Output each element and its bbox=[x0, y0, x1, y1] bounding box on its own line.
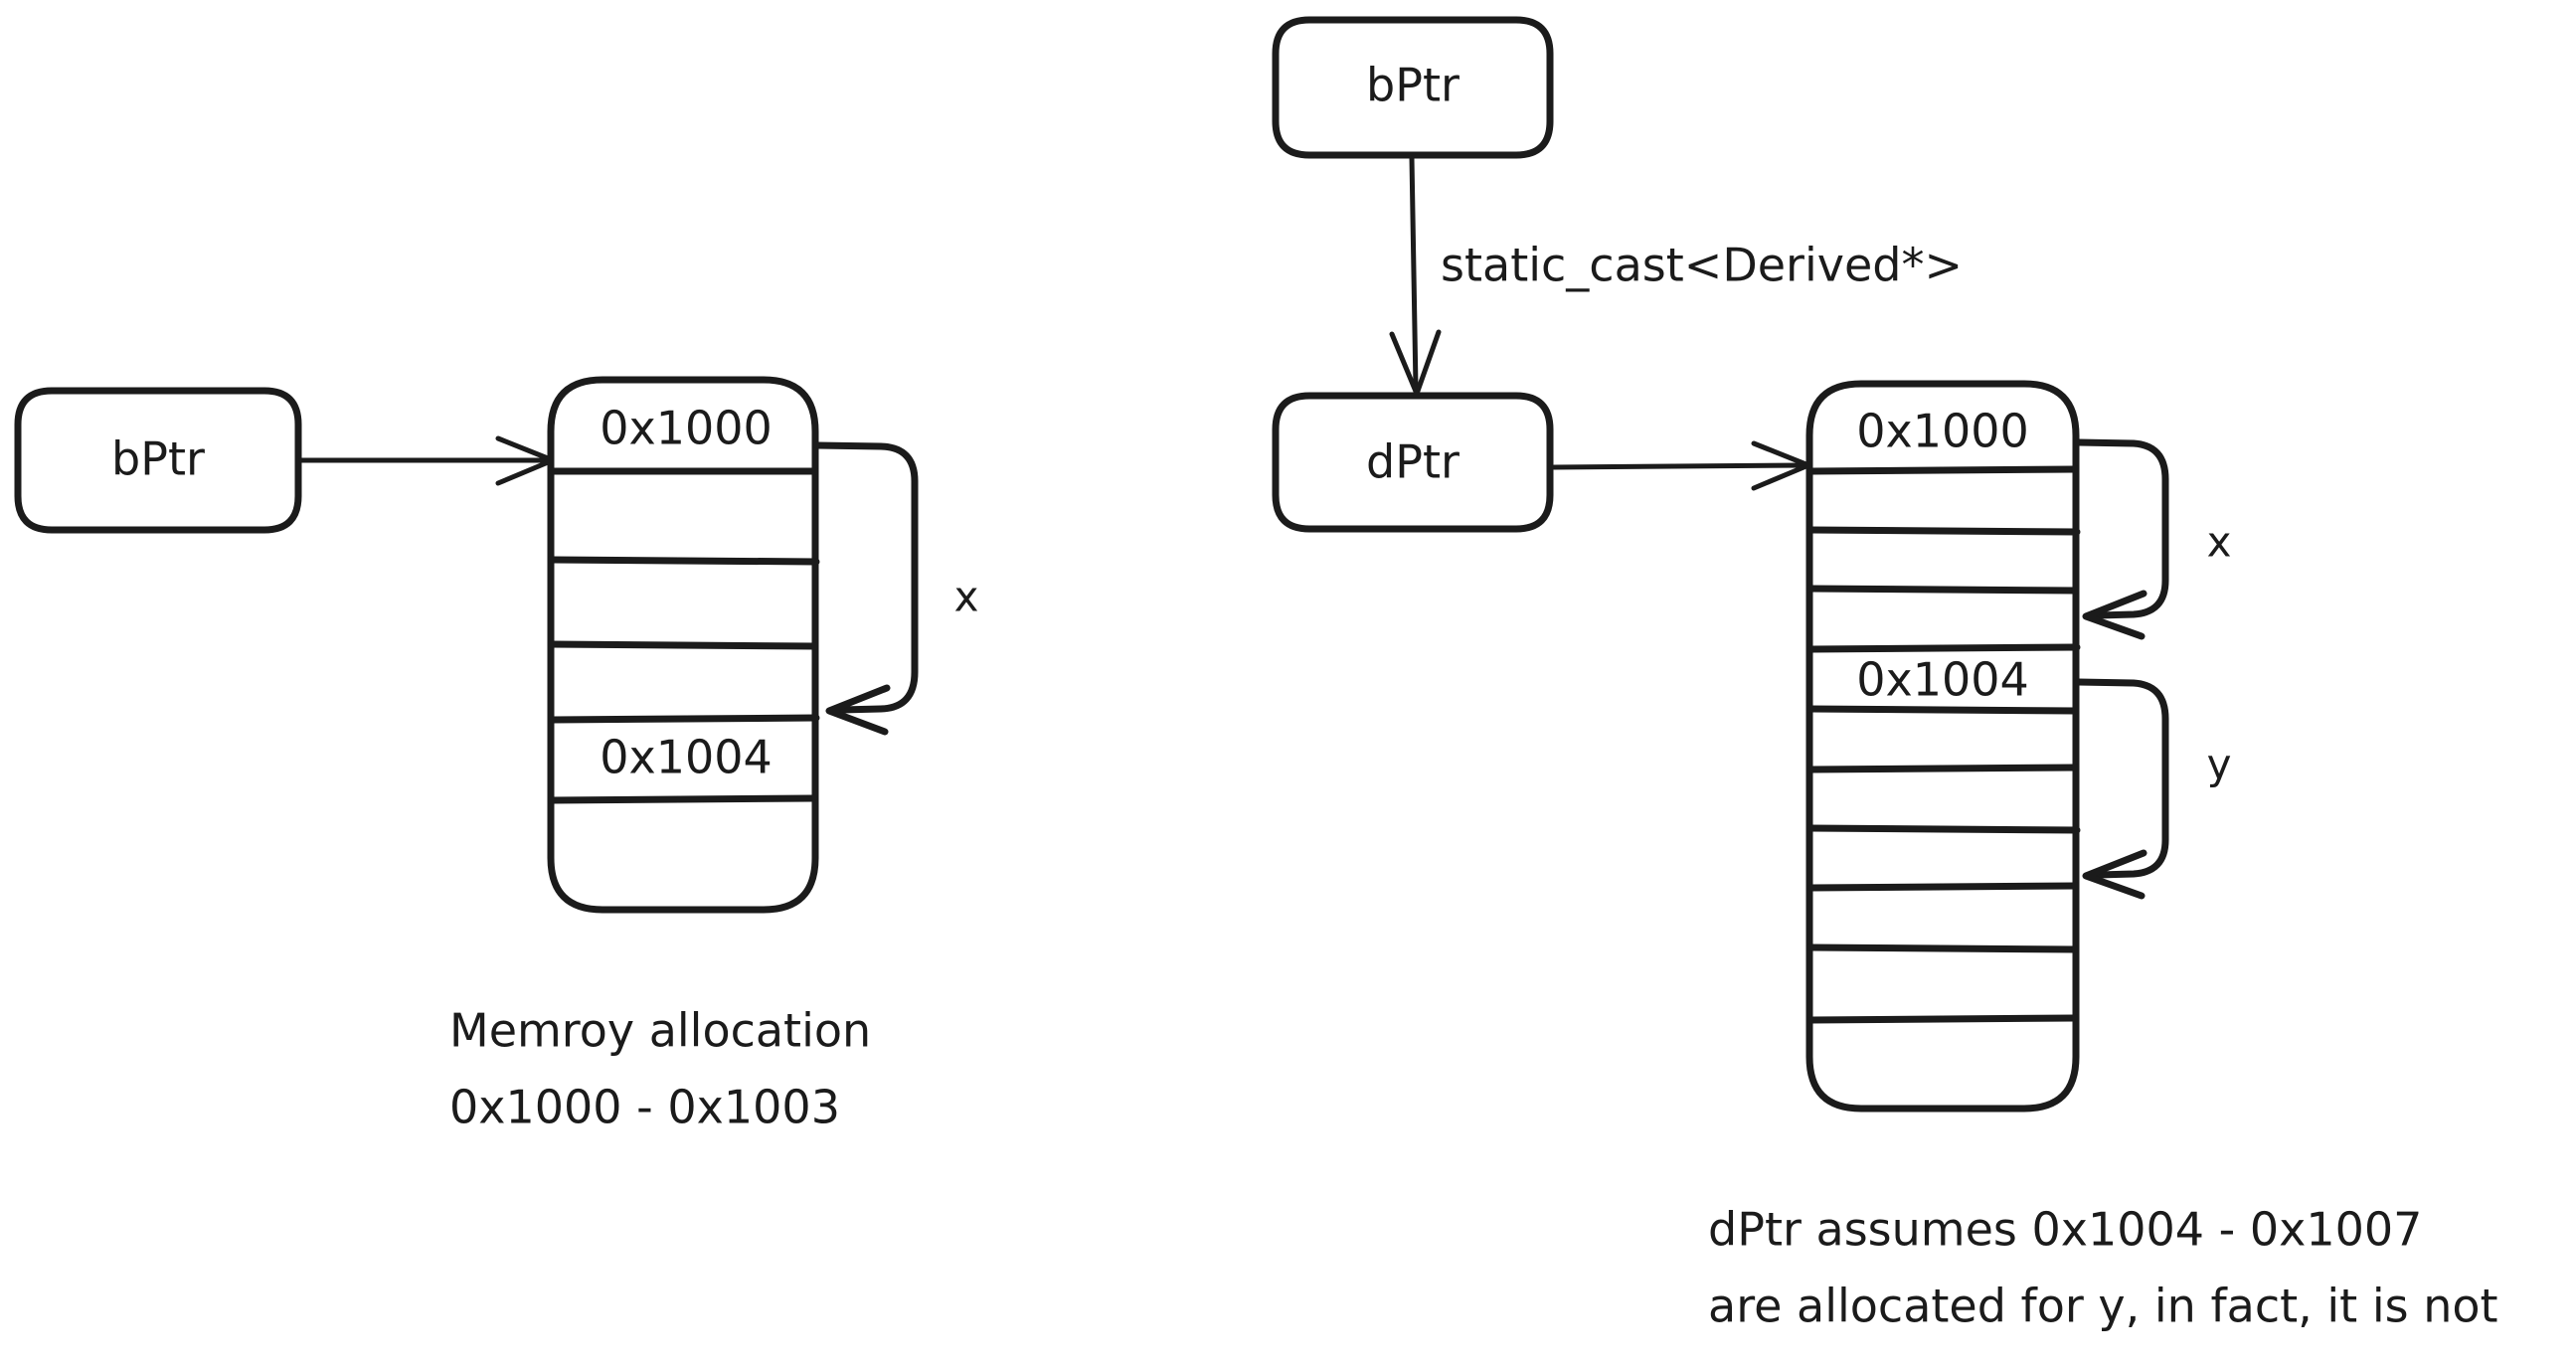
left-row-address-0: 0x1000 bbox=[600, 402, 773, 455]
right-caption-line-1: are allocated for y, in fact, it is not bbox=[1708, 1280, 2498, 1333]
left-bracket-x-label: x bbox=[954, 573, 979, 621]
right-memory-block: 0x1000 0x1004 bbox=[1805, 380, 2081, 1112]
left-caption: Memroy allocation 0x1000 - 0x1003 bbox=[449, 1004, 871, 1134]
right-dptr-box[interactable]: dPtr bbox=[1272, 392, 1554, 533]
right-row-divider-1 bbox=[1807, 465, 2080, 475]
left-caption-line-1: 0x1000 - 0x1003 bbox=[449, 1081, 840, 1134]
right-row-divider-3 bbox=[1805, 585, 2080, 595]
right-caption: dPtr assumes 0x1004 - 0x1007 are allocat… bbox=[1708, 1203, 2498, 1333]
left-row-address-4: 0x1004 bbox=[600, 731, 773, 784]
cast-arrow: static_cast<Derived*> bbox=[1389, 155, 1963, 397]
right-pointer-arrow bbox=[1551, 440, 1811, 491]
right-caption-line-0: dPtr assumes 0x1004 - 0x1007 bbox=[1708, 1203, 2422, 1257]
right-bracket-x: x bbox=[2074, 438, 2232, 640]
right-row-address-4: 0x1004 bbox=[1856, 653, 2029, 707]
cast-edge-label: static_cast<Derived*> bbox=[1441, 239, 1963, 292]
left-row-divider-5 bbox=[547, 794, 817, 804]
right-bracket-x-label: x bbox=[2207, 518, 2232, 567]
right-bracket-y-label: y bbox=[2207, 741, 2232, 789]
right-dptr-label: dPtr bbox=[1366, 435, 1460, 489]
left-row-divider-3 bbox=[547, 640, 819, 650]
right-bptr-box[interactable]: bPtr bbox=[1272, 16, 1554, 159]
right-row-divider-5 bbox=[1805, 705, 2080, 715]
right-row-divider-2 bbox=[1805, 526, 2081, 536]
right-row-address-0: 0x1000 bbox=[1856, 405, 2029, 458]
left-memory-block: 0x1000 0x1004 bbox=[547, 376, 820, 914]
left-bracket-x: x bbox=[813, 441, 979, 736]
left-pointer-arrow bbox=[298, 435, 556, 486]
right-row-divider-8 bbox=[1807, 882, 2080, 892]
right-bracket-y: y bbox=[2074, 678, 2232, 900]
right-row-divider-9 bbox=[1805, 943, 2080, 953]
right-bptr-label: bPtr bbox=[1366, 59, 1460, 112]
left-row-divider-2 bbox=[547, 556, 820, 566]
left-row-divider-4 bbox=[549, 714, 820, 724]
left-caption-line-0: Memroy allocation bbox=[449, 1004, 871, 1058]
left-bptr-box[interactable]: bPtr bbox=[14, 387, 302, 534]
right-row-divider-4 bbox=[1807, 643, 2081, 653]
left-bptr-label: bPtr bbox=[111, 432, 205, 486]
right-row-divider-10 bbox=[1807, 1014, 2080, 1024]
right-row-divider-7 bbox=[1805, 824, 2081, 834]
right-row-divider-6 bbox=[1807, 764, 2080, 773]
